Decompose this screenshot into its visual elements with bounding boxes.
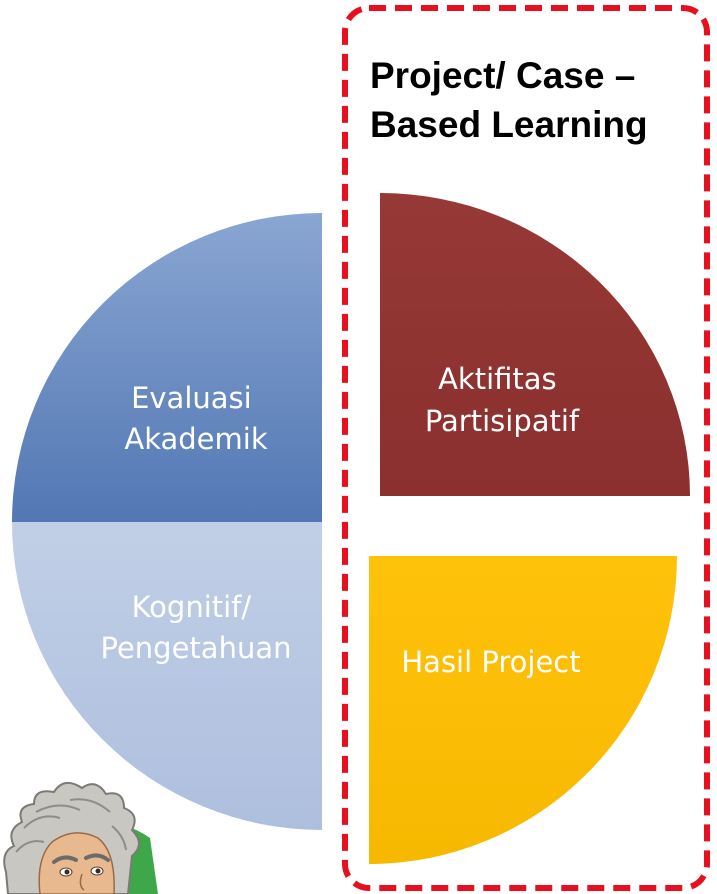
quadrant-kognitif-pengetahuan-label-line-1: Kognitif/ — [132, 590, 252, 624]
quadrant-aktifitas-partisipatif-label: Aktifitas Partisipatif — [425, 362, 580, 438]
quadrant-aktifitas-partisipatif-label-line-1: Aktifitas — [438, 362, 557, 396]
quadrant-hasil-project-shape — [369, 556, 677, 864]
quadrant-aktifitas-partisipatif-shape — [380, 193, 690, 496]
portrait-nose — [79, 873, 85, 891]
quadrant-kognitif-pengetahuan-label-line-2: Pengetahuan — [101, 631, 292, 665]
quadrant-kognitif-pengetahuan-label: Kognitif/ Pengetahuan — [101, 590, 292, 665]
quadrant-hasil-project-label: Hasil Project — [401, 645, 580, 679]
quadrant-evaluasi-akademik-label-line-1: Evaluasi — [131, 381, 252, 415]
highlight-title-line-1: Project/ Case – — [370, 55, 635, 96]
einstein-caricature-icon — [3, 781, 158, 894]
portrait-eyebrows — [52, 853, 110, 864]
portrait-face — [38, 832, 115, 894]
quadrant-aktifitas-partisipatif-label-line-2: Partisipatif — [425, 404, 580, 438]
portrait-hair-strands — [15, 798, 127, 853]
highlight-frame — [342, 5, 710, 891]
quadrant-hasil-project: Hasil Project — [369, 556, 677, 864]
quadrant-kognitif-pengetahuan-shape — [12, 522, 322, 830]
quadrant-evaluasi-akademik: Evaluasi Akademik — [12, 213, 322, 522]
quadrant-evaluasi-akademik-shape — [12, 213, 322, 522]
quadrant-kognitif-pengetahuan: Kognitif/ Pengetahuan — [12, 522, 322, 830]
portrait-pupil-right — [95, 868, 101, 874]
quadrant-evaluasi-akademik-label-line-2: Akademik — [124, 422, 267, 456]
highlight-title: Project/ Case – Based Learning — [370, 55, 648, 145]
quadrant-evaluasi-akademik-label: Evaluasi Akademik — [124, 381, 267, 456]
quadrant-aktifitas-partisipatif: Aktifitas Partisipatif — [380, 193, 690, 496]
highlight-title-line-2: Based Learning — [370, 104, 648, 145]
quadrant-hasil-project-label-line-1: Hasil Project — [401, 645, 580, 679]
portrait-pupil-left — [64, 869, 70, 875]
